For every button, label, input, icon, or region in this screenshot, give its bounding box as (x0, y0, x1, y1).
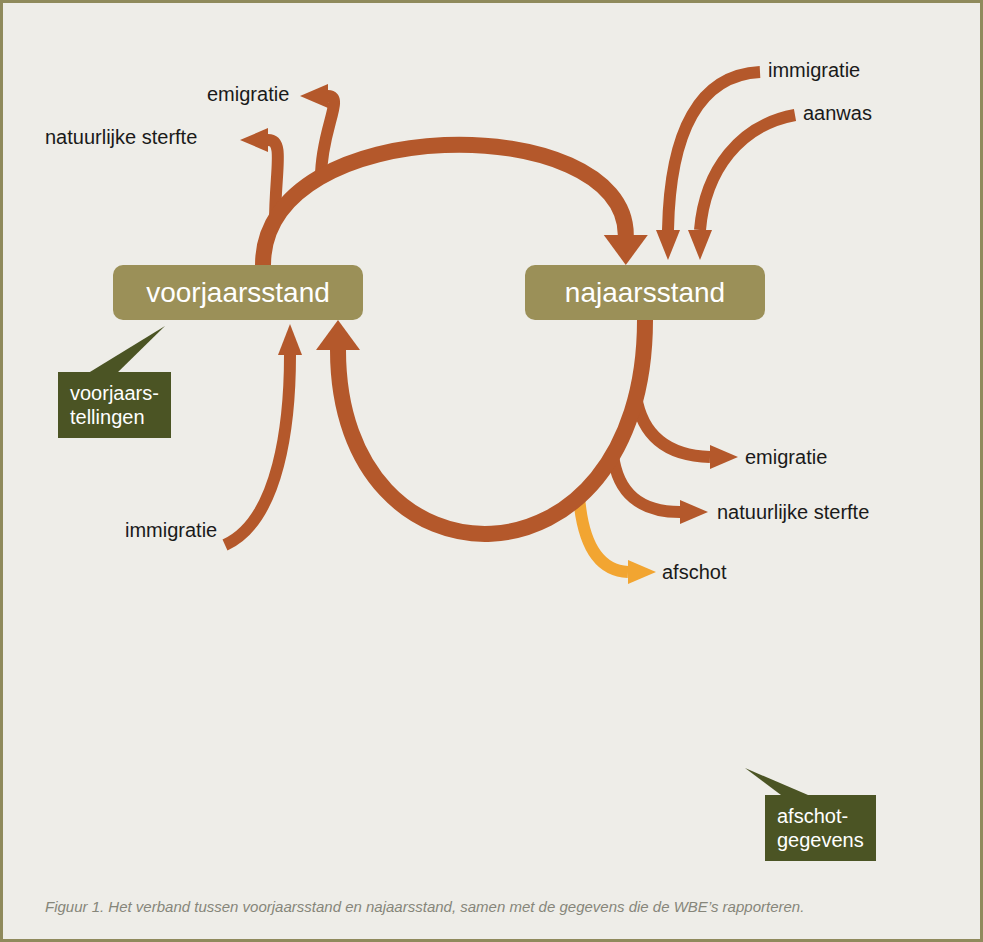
arrow-head (316, 320, 360, 350)
stock-box: najaarsstand (525, 265, 765, 320)
callout-box: voorjaars- tellingen (58, 372, 171, 438)
flow-connector (263, 145, 648, 265)
box-text: voorjaarsstand (146, 277, 330, 309)
arrow-head (680, 500, 708, 524)
arrow-head (278, 324, 302, 355)
stock-box: voorjaarsstand (113, 265, 363, 320)
branch-line (579, 497, 628, 572)
flow-label: natuurlijke sterfte (717, 500, 869, 524)
box-text: najaarsstand (565, 277, 725, 309)
flow-label: immigratie (125, 518, 217, 542)
box-text: afschot- gegevens (777, 804, 864, 852)
figure-caption: Figuur 1. Het verband tussen voorjaarsst… (45, 898, 804, 915)
flow-line (263, 145, 626, 265)
branch-line (636, 396, 710, 457)
arrow-head (604, 235, 648, 265)
box-text: voorjaars- tellingen (70, 381, 159, 429)
flow-label: emigratie (745, 445, 827, 469)
arrow-head (240, 128, 268, 152)
arrow-head (710, 445, 738, 469)
arrow-head (688, 230, 712, 260)
callout-tail (85, 326, 165, 375)
branch-line (700, 115, 795, 230)
flow-label: immigratie (768, 58, 860, 82)
arrow-head (628, 560, 656, 584)
flow-label: aanwas (803, 101, 872, 125)
flow-label: natuurlijke sterfte (45, 125, 197, 149)
arrow-head (300, 84, 328, 108)
flow-label: emigratie (207, 82, 289, 106)
callout-box: afschot- gegevens (765, 795, 876, 861)
branch-line (613, 455, 680, 512)
branch-line (668, 72, 760, 230)
flow-label: afschot (662, 560, 726, 584)
branch-line (225, 355, 290, 545)
flow-line (338, 320, 645, 534)
callout-tail (745, 768, 815, 798)
flow-connector (316, 320, 645, 534)
arrow-head (656, 230, 680, 260)
